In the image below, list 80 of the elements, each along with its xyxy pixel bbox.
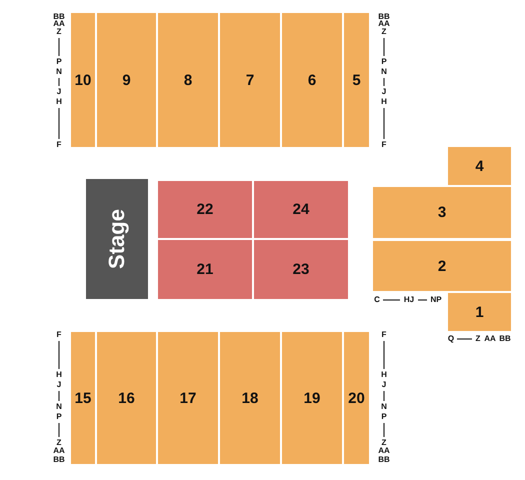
row-letter: BB <box>53 13 65 21</box>
row-letter: F <box>56 331 62 339</box>
seating-section <box>372 240 512 292</box>
row-letter: H <box>56 371 62 379</box>
section-number: 16 <box>118 390 135 406</box>
section-number: 3 <box>438 204 446 221</box>
row-letter: BB <box>53 456 65 464</box>
row-letter: Z <box>56 439 62 447</box>
seating-section <box>157 239 253 300</box>
section-number: 9 <box>122 72 131 88</box>
seating-section <box>343 12 370 148</box>
section-number: 8 <box>184 72 192 88</box>
section-number: 21 <box>196 261 214 278</box>
row-letter: P <box>56 58 62 66</box>
seating-section <box>70 12 96 148</box>
seating-section <box>157 12 219 148</box>
row-letter: F <box>382 331 386 339</box>
section-number: 7 <box>246 72 254 88</box>
section-number: 24 <box>292 201 310 218</box>
row-letter: Z <box>476 335 480 343</box>
seating-section <box>96 331 157 465</box>
seating-section <box>343 331 370 465</box>
row-letter: N <box>381 68 387 76</box>
row-letter: N <box>381 403 387 411</box>
seating-section <box>219 331 281 465</box>
seating-section <box>253 180 349 239</box>
row-letter: J <box>56 381 62 389</box>
row-letter: Z <box>382 28 386 36</box>
section-number: 23 <box>292 261 310 278</box>
row-letter: AA <box>378 447 390 455</box>
section-number: 1 <box>475 304 484 320</box>
seating-section <box>447 292 512 332</box>
seating-section <box>70 331 96 465</box>
row-letter: AA <box>53 20 65 28</box>
row-letter: BB <box>378 13 390 21</box>
section-number: 4 <box>475 158 484 174</box>
section-number: 19 <box>304 390 320 406</box>
row-letter: H <box>56 98 62 106</box>
row-letter: N <box>56 403 62 411</box>
row-letter: Z <box>382 439 386 447</box>
row-letter: J <box>382 381 386 389</box>
row-letter: AA <box>378 20 390 28</box>
section-number: 18 <box>242 390 258 406</box>
row-letter: Z <box>56 28 62 36</box>
row-letter: NP <box>430 296 442 304</box>
section-number: 22 <box>196 201 214 218</box>
row-letter: P <box>381 413 387 421</box>
section-number: 17 <box>180 390 196 406</box>
section-number: 20 <box>348 390 365 406</box>
row-letter: N <box>56 68 62 76</box>
seating-section <box>372 186 512 239</box>
seating-section <box>447 146 512 186</box>
row-letter: AA <box>484 335 496 343</box>
row-letter: F <box>56 141 62 149</box>
seating-section <box>96 12 157 148</box>
row-letter: H <box>381 98 387 106</box>
stage-label: Stage <box>104 209 130 269</box>
row-letter: BB <box>378 456 390 464</box>
section-number: 10 <box>74 72 92 88</box>
row-letter: H <box>381 371 387 379</box>
row-letter: P <box>56 413 62 421</box>
seating-section <box>281 331 343 465</box>
seating-section <box>219 12 281 148</box>
row-letter: BB <box>499 335 511 343</box>
row-letter: C <box>374 296 380 304</box>
section-number: 2 <box>438 258 446 274</box>
row-letter: AA <box>53 447 65 455</box>
section-number: 6 <box>308 72 316 88</box>
seating-section <box>253 239 349 300</box>
row-letter: J <box>56 88 62 96</box>
section-number: 5 <box>352 72 361 88</box>
seating-section <box>157 180 253 239</box>
section-number: 15 <box>74 390 92 406</box>
stage-block <box>85 178 149 300</box>
row-letter: HJ <box>404 296 414 304</box>
seating-section <box>157 331 219 465</box>
row-letter: J <box>382 88 386 96</box>
row-letter: P <box>381 58 387 66</box>
seating-section <box>281 12 343 148</box>
row-letter: F <box>382 141 386 149</box>
